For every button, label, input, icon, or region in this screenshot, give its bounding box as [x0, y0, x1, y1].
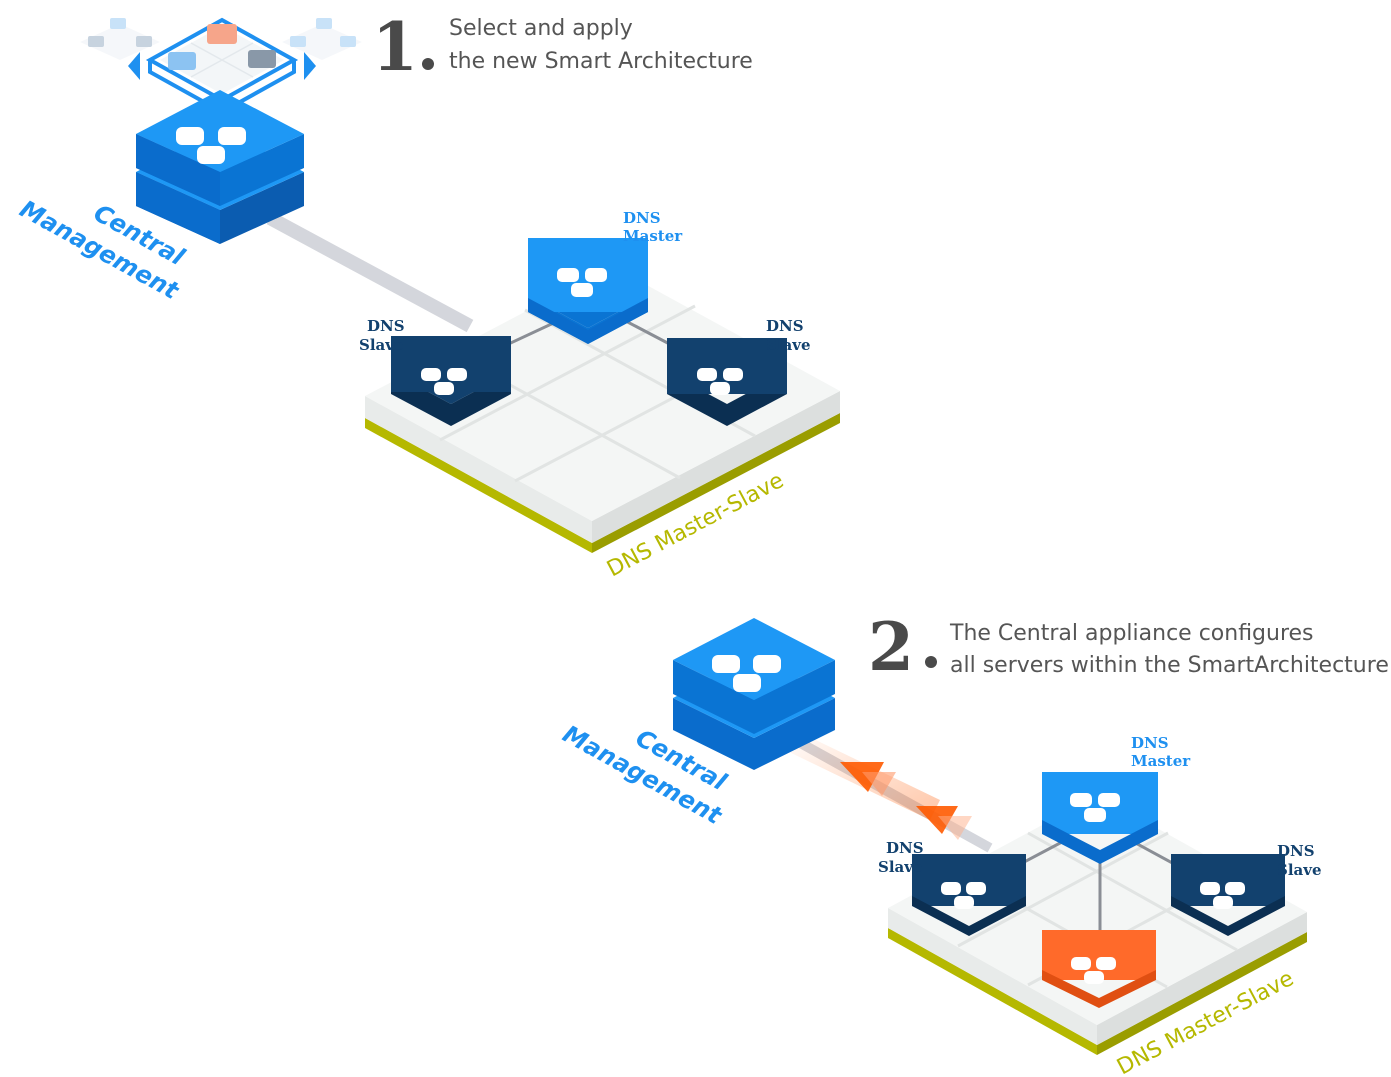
- server-icon: [176, 127, 246, 164]
- server-icon: [1200, 882, 1245, 909]
- dns-master-label-2: Master: [623, 227, 683, 245]
- dns-slave-left-server[interactable]: [391, 336, 511, 426]
- central-link-line: [266, 211, 474, 333]
- step1-line1: Select and apply: [449, 16, 633, 41]
- dns-master-label-1: DNS: [623, 209, 661, 227]
- dns-slave-left-label-1: DNS: [367, 317, 405, 335]
- dns-slave-left-server[interactable]: [912, 854, 1026, 936]
- architecture-option-selected[interactable]: [145, 17, 299, 115]
- server-icon: [941, 882, 986, 909]
- new-configured-server[interactable]: [1042, 930, 1156, 1008]
- platform-dns-master-slave: [888, 795, 1307, 1055]
- step1-header: 1 Select and apply the new Smart Archite…: [372, 8, 753, 86]
- dns-slave-right-label-2: Slave: [1277, 861, 1322, 879]
- central-management-server[interactable]: [673, 618, 835, 770]
- dns-master-server[interactable]: [1042, 772, 1158, 864]
- dns-slave-left-label-2: Slave: [878, 858, 923, 876]
- selector-next-arrow[interactable]: [304, 52, 316, 80]
- server-icon: [712, 655, 781, 692]
- dns-slave-right-server[interactable]: [667, 338, 787, 426]
- dns-slave-left-label-1: DNS: [886, 839, 924, 857]
- step2-number-dot: [925, 656, 937, 668]
- dns-slave-right-label-1: DNS: [766, 317, 804, 335]
- central-management-server[interactable]: [136, 90, 304, 244]
- dns-master-server[interactable]: [528, 238, 648, 344]
- dns-slave-right-label-1: DNS: [1277, 842, 1315, 860]
- architecture-option-right[interactable]: [282, 18, 362, 60]
- platform-dns-master-slave: [365, 266, 840, 553]
- diagram2: Central Management DNS Master DNS Slav: [558, 618, 1322, 1077]
- server-icon: [697, 368, 743, 395]
- configuration-arrows: [785, 730, 993, 853]
- architecture-selector[interactable]: [80, 17, 362, 115]
- dns-master-label-1: DNS: [1131, 734, 1169, 752]
- step2-number: 2: [868, 608, 914, 686]
- server-icon: [1070, 793, 1120, 822]
- dns-slave-right-server[interactable]: [1171, 854, 1285, 936]
- diagram1: Central Management DNS Master: [15, 90, 840, 582]
- dns-slave-right-label-2: Slave: [766, 336, 811, 354]
- architecture-option-left[interactable]: [80, 18, 160, 60]
- server-icon: [421, 368, 467, 395]
- server-icon: [557, 268, 607, 297]
- selector-prev-arrow[interactable]: [128, 52, 140, 80]
- dns-master-label-2: Master: [1131, 752, 1191, 770]
- dns-slave-left-label-2: Slave: [359, 336, 404, 354]
- step1-line2: the new Smart Architecture: [449, 49, 753, 74]
- step2-header: 2 The Central appliance configures all s…: [868, 608, 1389, 686]
- step1-number-dot: [422, 58, 434, 70]
- step2-line1: The Central appliance configures: [949, 621, 1314, 646]
- step2-line2: all servers within the SmartArchitecture: [950, 653, 1389, 678]
- server-icon: [1071, 957, 1116, 984]
- step1-number: 1: [372, 8, 418, 86]
